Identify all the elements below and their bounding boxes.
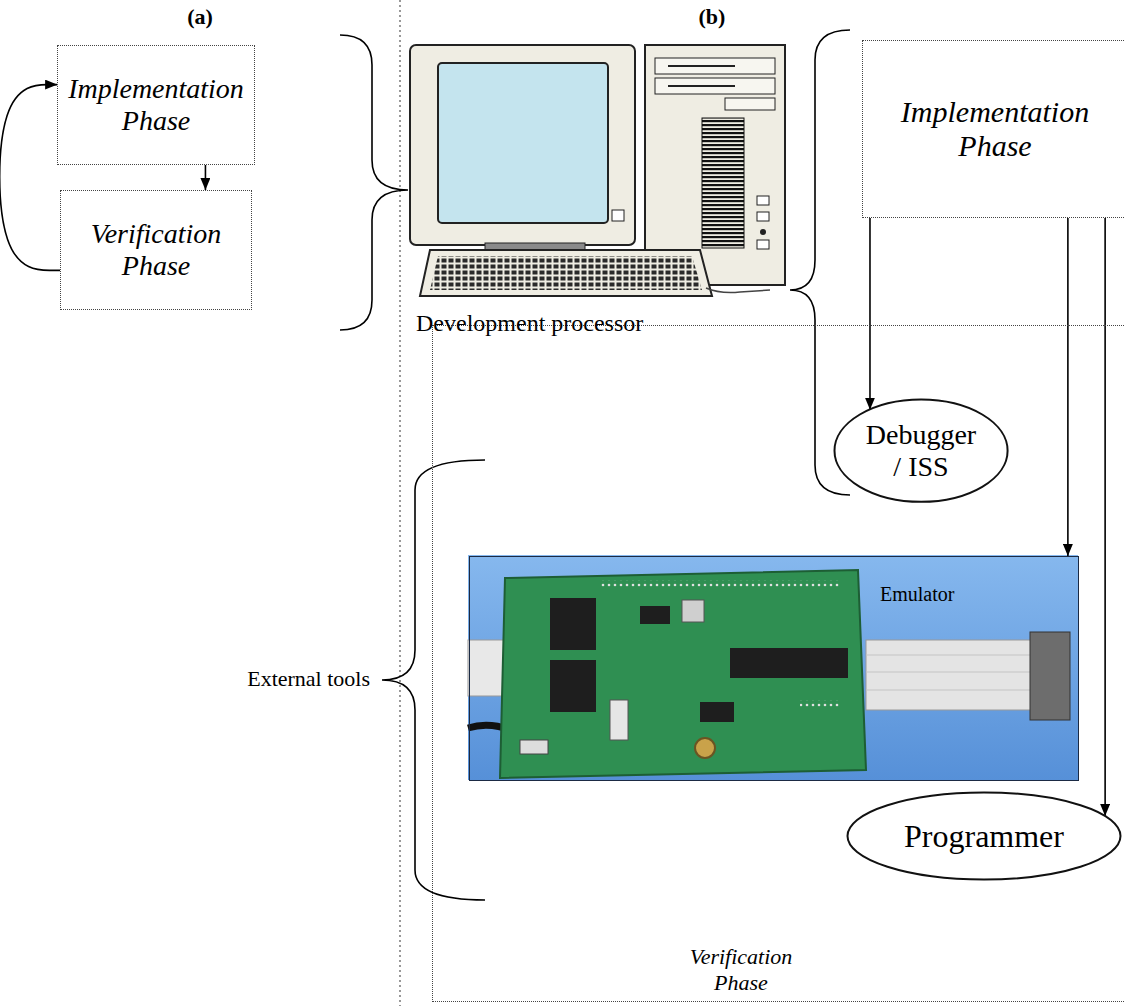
tool-label: Emulator <box>880 583 954 606</box>
mouse-cable <box>706 288 770 293</box>
power-button <box>612 210 624 221</box>
tool-ellipse: Programmer <box>846 791 1122 881</box>
phase-box: Verification Phase <box>60 190 252 310</box>
tower-led <box>760 229 766 235</box>
phase-label: Implementation Phase <box>62 73 250 137</box>
flow-arrow <box>1104 218 1106 816</box>
tower-button <box>757 196 769 205</box>
tool-label: Programmer <box>904 818 1064 855</box>
circuit-board <box>500 570 866 778</box>
component <box>610 700 628 740</box>
ic-chip <box>730 648 848 678</box>
tower-vent <box>702 118 744 248</box>
dip-switch <box>520 740 548 754</box>
emulator-photo <box>468 555 1078 780</box>
ic-chip <box>640 606 670 624</box>
drive-bay <box>655 78 775 94</box>
buzzer <box>695 738 715 758</box>
tower-button <box>757 240 769 249</box>
ellipse-outline <box>848 793 1121 880</box>
monitor-screen <box>438 63 608 223</box>
phase-label: Verification Phase <box>65 218 247 282</box>
computer-illustration <box>410 45 785 296</box>
monitor-case <box>410 45 635 245</box>
ic-chip <box>550 598 596 650</box>
curly-brace <box>340 35 408 330</box>
panel-letter: (a) <box>170 4 230 29</box>
verification-region: Verification Phase Debugger / ISS Emulator… <box>432 325 1124 1002</box>
probe-connector <box>1030 632 1070 720</box>
drive-bay <box>655 58 775 74</box>
tool-ellipse: Debugger / ISS <box>833 398 1009 503</box>
crystal <box>682 600 704 622</box>
drive-slot <box>668 85 735 87</box>
panel-separator <box>399 0 400 1006</box>
ic-chip <box>550 660 596 712</box>
curly-brace <box>790 30 850 495</box>
keyboard-keys <box>430 256 702 290</box>
drive-bay <box>725 98 775 110</box>
phase-label: Implementation Phase <box>895 95 1095 164</box>
ribbon-stripe <box>866 655 1036 656</box>
device-caption: Development processor <box>416 310 736 338</box>
ribbon-stripe <box>866 690 1036 691</box>
phase-box: Implementation Phase <box>57 45 255 165</box>
tower-button <box>757 212 769 221</box>
ribbon-cable <box>866 640 1036 710</box>
ic-chip <box>700 702 734 722</box>
pin-header <box>800 700 840 708</box>
pin-header <box>600 580 840 587</box>
phase-box: Implementation Phase <box>862 40 1124 218</box>
emulator-frame: Emulator <box>469 556 1079 781</box>
ribbon-stripe <box>866 672 1036 673</box>
panel-letter: (b) <box>682 4 742 29</box>
flow-arrow <box>869 218 871 410</box>
group-label: External tools <box>190 666 370 691</box>
flow-arrow <box>205 165 207 190</box>
photo-background <box>468 555 1078 780</box>
tool-label: Debugger / ISS <box>861 419 981 483</box>
flow-arrow <box>0 85 60 271</box>
drive-slot <box>668 65 735 67</box>
flow-arrow <box>1067 218 1069 556</box>
region-label: Verification Phase <box>671 944 811 995</box>
keyboard <box>420 250 712 296</box>
ellipse-outline <box>834 400 1007 502</box>
